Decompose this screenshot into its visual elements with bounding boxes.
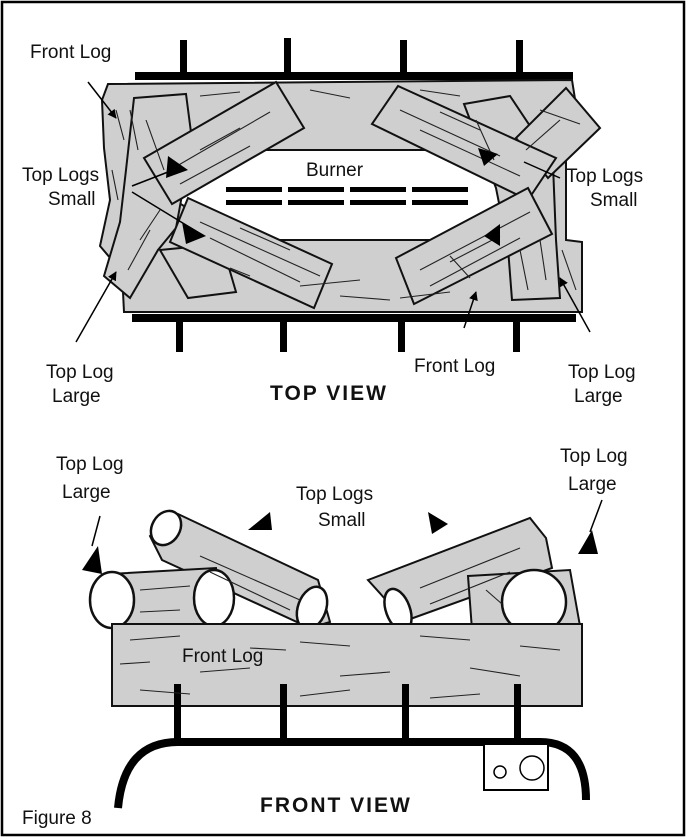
label-front-top-log-large-right-1: Top Log — [560, 446, 628, 467]
label-front-view-front-log: Front Log — [182, 646, 263, 667]
label-top-logs-small-left-2: Small — [48, 189, 96, 210]
front-view-valve-box — [483, 743, 549, 791]
leader-front-log-bottom — [463, 291, 478, 329]
label-burner: Burner — [306, 160, 364, 181]
front-view-wood-grain — [119, 547, 561, 699]
front-log-small-left-end — [149, 509, 183, 547]
leader-front-large-right — [589, 499, 603, 533]
label-top-log-large-right-2: Large — [574, 386, 623, 407]
label-top-log-large-left-1: Top Log — [46, 362, 114, 383]
leader-top-logs-small-left-a — [131, 171, 169, 187]
leader-top-logs-small-right — [523, 161, 561, 179]
front-log-large-left-end-b — [192, 568, 236, 628]
label-front-top-log-large-right-2: Large — [568, 474, 617, 495]
label-top-logs-small-right-1: Top Logs — [566, 166, 643, 187]
top-view: Front Log Top Logs Small Burner Top Logs… — [22, 38, 643, 407]
label-front-log-bottom: Front Log — [414, 356, 495, 377]
burner-ports — [226, 187, 468, 205]
label-front-top-logs-small-2: Small — [318, 510, 366, 531]
leader-top-log-large-left — [75, 271, 117, 343]
top-log-small-lower-left — [168, 196, 334, 310]
title-front-view: FRONT VIEW — [260, 794, 412, 817]
leader-front-log-top — [87, 81, 117, 119]
label-front-top-log-large-left-1: Top Log — [56, 454, 124, 475]
leader-front-large-left — [91, 515, 101, 547]
top-view-grate-front — [132, 314, 576, 352]
label-top-logs-small-right-2: Small — [590, 190, 638, 211]
label-top-log-large-left-2: Large — [52, 386, 101, 407]
top-view-grate-back — [135, 38, 573, 80]
front-view-placement-arrows — [82, 512, 598, 574]
label-top-logs-small-left-1: Top Logs — [22, 165, 99, 186]
top-view-placement-arrows — [166, 148, 500, 246]
leader-top-logs-small-left-b — [131, 191, 205, 237]
top-log-small-lower-right — [394, 186, 554, 306]
label-front-log-top: Front Log — [30, 42, 111, 63]
top-log-small-upper-left — [142, 80, 306, 206]
label-top-log-large-right-1: Top Log — [568, 362, 636, 383]
front-view-grate-legs-over — [174, 684, 521, 744]
label-front-top-logs-small-1: Top Logs — [296, 484, 373, 505]
front-log-large-left-end-a — [88, 570, 136, 630]
title-top-view: TOP VIEW — [270, 382, 388, 405]
leader-top-log-large-right — [559, 277, 591, 333]
front-view-front-log — [111, 623, 583, 707]
figure-caption: Figure 8 — [22, 808, 92, 829]
front-view: Top Log Large Top Logs Small Top Log Lar… — [56, 446, 628, 817]
label-front-top-log-large-left-2: Large — [62, 482, 111, 503]
